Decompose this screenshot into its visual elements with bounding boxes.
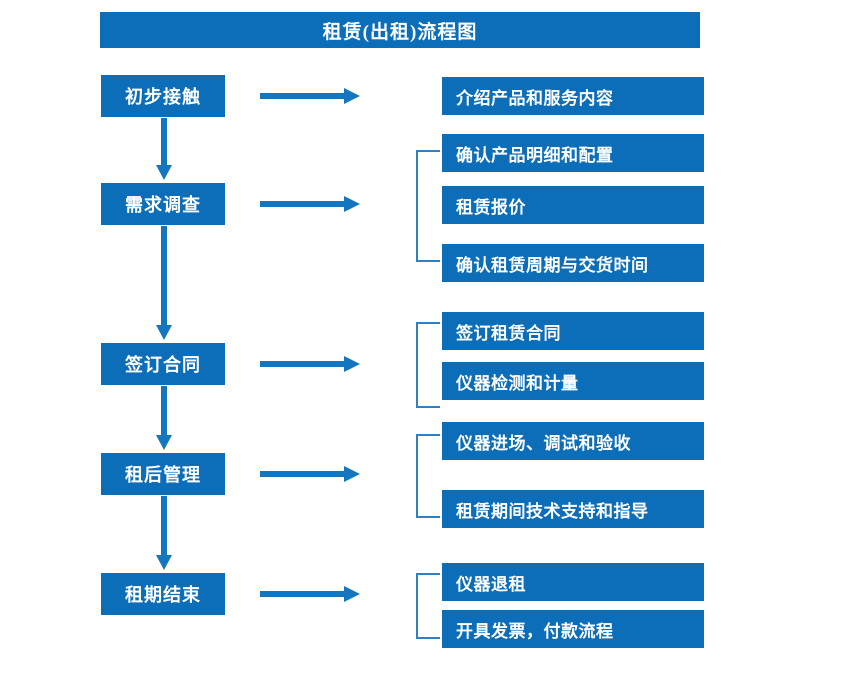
group-bracket-3	[416, 322, 440, 408]
group-bracket-4	[416, 434, 440, 518]
down-arrow-icon-3	[156, 386, 172, 450]
right-arrow-icon-4	[260, 466, 360, 482]
down-arrow-icon-4	[156, 496, 172, 570]
task-box-10[interactable]: 开具发票，付款流程	[442, 610, 704, 648]
stage-box-3[interactable]: 签订合同	[101, 343, 225, 385]
down-arrow-icon-1	[156, 118, 172, 180]
right-arrow-icon-2	[260, 196, 360, 212]
task-box-2[interactable]: 确认产品明细和配置	[442, 134, 704, 172]
task-box-8[interactable]: 租赁期间技术支持和指导	[442, 490, 704, 528]
group-bracket-5	[416, 573, 440, 639]
task-box-1[interactable]: 介绍产品和服务内容	[442, 77, 704, 115]
down-arrow-icon-2	[156, 226, 172, 340]
right-arrow-icon-5	[260, 586, 360, 602]
task-box-5[interactable]: 签订租赁合同	[442, 312, 704, 350]
task-box-4[interactable]: 确认租赁周期与交货时间	[442, 244, 704, 282]
stage-box-2[interactable]: 需求调查	[101, 183, 225, 225]
task-box-9[interactable]: 仪器退租	[442, 563, 704, 601]
task-box-7[interactable]: 仪器进场、调试和验收	[442, 422, 704, 460]
stage-box-5[interactable]: 租期结束	[101, 573, 225, 615]
stage-box-4[interactable]: 租后管理	[101, 453, 225, 495]
right-arrow-icon-3	[260, 356, 360, 372]
right-arrow-icon-1	[260, 88, 360, 104]
group-bracket-2	[416, 150, 440, 262]
task-box-3[interactable]: 租赁报价	[442, 186, 704, 224]
task-box-6[interactable]: 仪器检测和计量	[442, 362, 704, 400]
stage-box-1[interactable]: 初步接触	[101, 75, 225, 117]
page-title: 租赁(出租)流程图	[100, 12, 700, 48]
